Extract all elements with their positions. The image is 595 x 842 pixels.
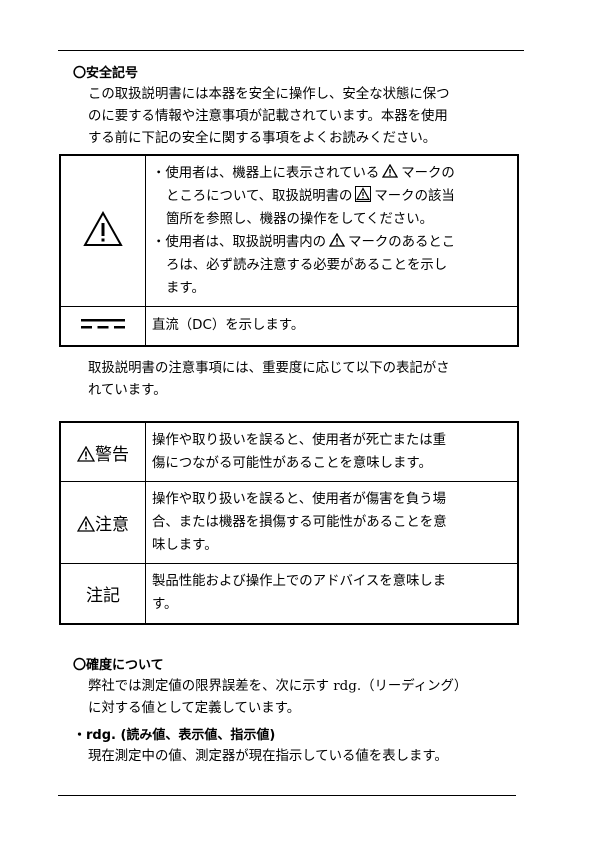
notation-label-cell: 警告: [59, 421, 146, 482]
warning-triangle-icon: [76, 445, 96, 462]
warning-description-cell: ・使用者は、機器上に表示されているマークの ところについて、取扱説明書のマークの…: [145, 154, 519, 307]
warning-triangle-icon: [83, 210, 123, 246]
notation-description-cell: 製品性能および操作上でのアドバイスを意味しま す。: [145, 563, 519, 624]
notation-label-cell: 注記: [59, 563, 146, 624]
notation-text: 味します。: [152, 538, 218, 553]
table-row: 警告 操作や取り扱いを誤ると、使用者が死亡または重 傷につながる可能性があること…: [59, 421, 519, 482]
dc-symbol-icon: [81, 319, 125, 329]
dc-symbol-cell: [59, 306, 146, 346]
warning-triangle-icon: [382, 164, 399, 178]
notation-label-cell: 注意: [59, 481, 146, 564]
safety-intro: この取扱説明書には本器を安全に操作し、安全な状態に保つ のに要する情報や注意事項…: [88, 84, 450, 150]
notation-text: 操作や取り扱いを誤ると、使用者が死亡または重: [152, 433, 447, 448]
warning-text: ・使用者は、取扱説明書内の: [152, 235, 327, 250]
warning-text: ます。: [166, 281, 205, 296]
notation-label: 注記: [86, 585, 120, 606]
warning-triangle-icon: [76, 515, 96, 532]
accuracy-intro: 弊社では測定値の限界誤差を、次に示す rdg.（リーディング） に対する値として…: [88, 676, 467, 720]
top-rule: [58, 50, 524, 51]
warning-text: マークの該当: [374, 189, 455, 204]
table-row: ・使用者は、機器上に表示されているマークの ところについて、取扱説明書のマークの…: [59, 154, 519, 307]
accuracy-heading: 〇確度について: [73, 658, 164, 673]
boxed-warning-icon: [355, 186, 372, 202]
accuracy-intro-line: 弊社では測定値の限界誤差を、次に示す rdg.（リーディング）: [88, 679, 468, 694]
rdg-description-line: 現在測定中の値、測定器が現在指示している値を表します。: [88, 749, 448, 764]
notation-intro-line: れています。: [88, 383, 167, 398]
notation-intro-line: 取扱説明書の注意事項には、重要度に応じて以下の表記がさ: [88, 361, 450, 376]
safety-intro-line: この取扱説明書には本器を安全に操作し、安全な状態に保つ: [88, 87, 450, 102]
warning-text: ・使用者は、機器上に表示されている: [152, 166, 380, 181]
notation-description-cell: 操作や取り扱いを誤ると、使用者が傷害を負う場 合、または機器を損傷する可能性があ…: [145, 481, 519, 564]
warning-text: マークの: [401, 166, 455, 181]
bottom-rule: [58, 795, 516, 796]
notation-table: 警告 操作や取り扱いを誤ると、使用者が死亡または重 傷につながる可能性があること…: [59, 421, 519, 625]
safety-symbol-table: ・使用者は、機器上に表示されているマークの ところについて、取扱説明書のマークの…: [59, 154, 519, 347]
notation-text: 合、または機器を損傷する可能性があることを意: [152, 515, 447, 530]
table-row: 注記 製品性能および操作上でのアドバイスを意味しま す。: [59, 563, 519, 624]
warning-text: ところについて、取扱説明書の: [166, 189, 353, 204]
safety-intro-line: する前に下記の安全に関する事項をよくお読みください。: [88, 131, 437, 146]
notation-text: 製品性能および操作上でのアドバイスを意味しま: [152, 574, 447, 590]
rdg-description: 現在測定中の値、測定器が現在指示している値を表します。: [88, 746, 448, 768]
notation-text: 傷につながる可能性があることを意味します。: [152, 456, 432, 471]
warning-text: 箇所を参照し、機器の操作をしてください。: [166, 212, 434, 227]
notation-description-cell: 操作や取り扱いを誤ると、使用者が死亡または重 傷につながる可能性があることを意味…: [145, 421, 519, 482]
dc-description-cell: 直流（DC）を示します。: [145, 306, 519, 346]
notation-intro: 取扱説明書の注意事項には、重要度に応じて以下の表記がさ れています。: [88, 358, 450, 402]
notation-label: 警告: [95, 444, 129, 465]
safety-intro-line: のに要する情報や注意事項が記載されています。本器を使用: [88, 109, 448, 124]
rdg-heading: ・rdg. (読み値、表示値、指示値): [73, 728, 276, 743]
accuracy-intro-line: に対する値として定義しています。: [88, 701, 301, 716]
warning-symbol-cell: [59, 154, 146, 307]
notation-label: 注意: [95, 515, 129, 535]
warning-text: ろは、必ず読み注意する必要があることを示し: [166, 258, 448, 273]
safety-heading: 〇安全記号: [73, 66, 139, 81]
warning-triangle-icon: [329, 233, 346, 247]
notation-text: 操作や取り扱いを誤ると、使用者が傷害を負う場: [152, 492, 447, 507]
notation-text: す。: [152, 597, 178, 613]
table-row: 直流（DC）を示します。: [59, 306, 519, 346]
warning-text: マークのあるとこ: [348, 235, 456, 250]
table-row: 注意 操作や取り扱いを誤ると、使用者が傷害を負う場 合、または機器を損傷する可能…: [59, 481, 519, 564]
